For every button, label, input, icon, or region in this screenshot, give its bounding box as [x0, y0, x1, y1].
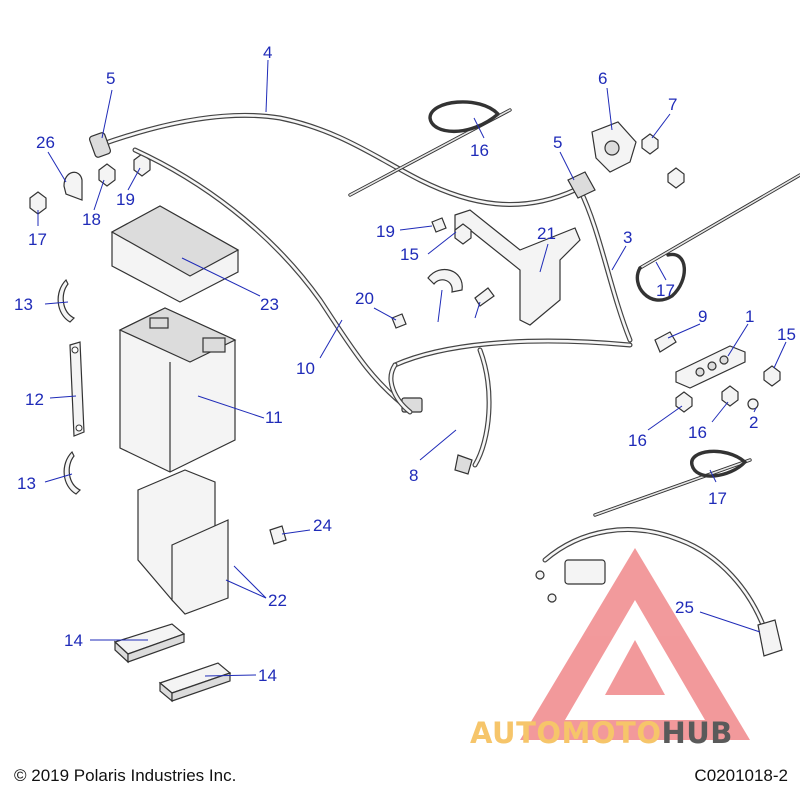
callout-16: 16: [470, 141, 489, 160]
callout-19: 19: [376, 222, 395, 241]
starter-solenoid: [591, 121, 685, 189]
callout-7: 7: [668, 95, 677, 114]
callout-19: 20: [355, 289, 374, 308]
callout-17: 19: [116, 190, 135, 209]
callout-17: 18: [82, 210, 101, 229]
battery-strap: [69, 341, 85, 437]
cable-clips: [427, 268, 495, 307]
callout-22: 24: [313, 516, 332, 535]
callout-16: 17: [708, 489, 727, 508]
cable-ties: [348, 100, 800, 517]
leader-lines: [37, 59, 787, 677]
watermark-logo: [520, 548, 750, 740]
callout-8: 8: [409, 466, 418, 485]
callout-9: 9: [698, 307, 707, 326]
callout-14: 14: [64, 631, 83, 650]
callout-3: 3: [623, 228, 632, 247]
figure-code: C0201018-2: [694, 766, 788, 785]
callout-24: 26: [36, 133, 55, 152]
main-harness: [388, 171, 633, 475]
callout-11: 11: [265, 408, 283, 427]
harness-bracket: [454, 209, 581, 326]
bolts: [269, 217, 447, 545]
left-hardware: [29, 153, 151, 215]
battery-cover: [110, 205, 240, 303]
callout-6: 6: [598, 69, 607, 88]
callout-16: 17: [656, 281, 675, 300]
callout-13: 13: [17, 474, 36, 493]
strap-clips: [57, 278, 82, 495]
callout-17: 17: [28, 230, 47, 249]
callout-13: 13: [14, 295, 33, 314]
callout-23: 25: [675, 598, 694, 617]
callout-15: 16: [628, 431, 647, 450]
callout-1: 1: [745, 307, 754, 326]
callout-21: 23: [260, 295, 279, 314]
callout-15: 16: [688, 423, 707, 442]
callout-14: 14: [258, 666, 277, 685]
callout-20: 22: [268, 591, 287, 610]
battery: [118, 307, 237, 473]
callout-2: 2: [749, 413, 758, 432]
watermark-part2: HUB: [661, 716, 733, 750]
callout-5: 5: [553, 133, 562, 152]
watermark-part1: AUTOMOTO: [470, 716, 662, 750]
copyright-notice: © 2019 Polaris Industries Inc.: [14, 766, 237, 785]
callout-10: 10: [296, 359, 315, 378]
callout-15: 15: [777, 325, 796, 344]
callout-4: 4: [263, 43, 272, 62]
callout-5: 5: [106, 69, 115, 88]
callout-15: 15: [400, 245, 419, 264]
battery-heat-shield: [137, 469, 229, 615]
callout-18: 21: [537, 224, 556, 243]
watermark-wordmark: AUTOMOTOHUB: [470, 716, 733, 750]
fuse-block: [454, 223, 781, 413]
foam-pads: [113, 623, 232, 703]
accessory-harness: [535, 527, 783, 657]
callout-12: 12: [25, 390, 44, 409]
callout-labels: 4 5 26 17 18 19 23 13 12 13 11 22 14 14 …: [14, 43, 796, 685]
